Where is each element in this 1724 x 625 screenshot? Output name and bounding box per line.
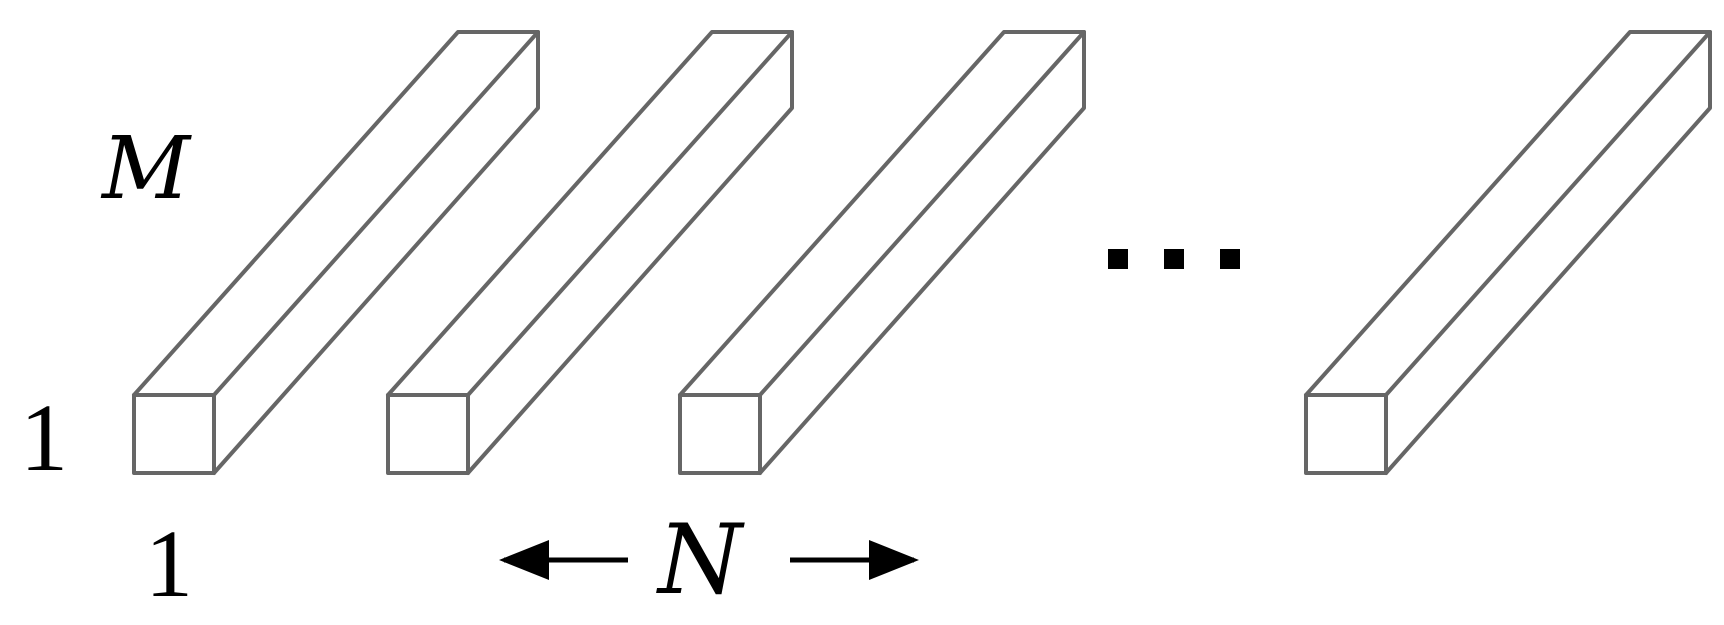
width-label: 1 [145, 510, 193, 617]
column-bar-3 [678, 30, 1086, 475]
height-label: 1 [20, 384, 68, 491]
column-bar-2 [386, 30, 794, 475]
column-bar-1 [132, 30, 540, 475]
ellipsis-dots [1108, 249, 1240, 269]
depth-label: M [100, 119, 192, 219]
count-label: N [656, 504, 745, 616]
column-bar-n [1304, 30, 1712, 475]
